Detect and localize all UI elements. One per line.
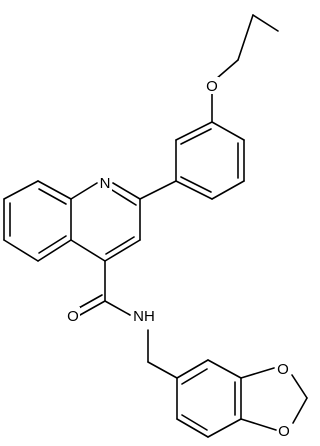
bond xyxy=(147,361,178,379)
bond xyxy=(70,239,106,262)
bond xyxy=(38,188,67,205)
bond xyxy=(104,239,141,262)
bond xyxy=(79,300,106,316)
bond xyxy=(37,239,72,262)
bond xyxy=(76,294,103,310)
bond xyxy=(3,239,39,262)
bond xyxy=(252,14,279,32)
bond xyxy=(105,236,135,255)
bond xyxy=(237,14,254,61)
amide-nitrogen-atom: NH xyxy=(132,307,156,325)
bond xyxy=(292,397,308,424)
bond xyxy=(139,180,177,200)
bond-lines xyxy=(3,14,308,438)
bond xyxy=(240,367,275,379)
bond xyxy=(175,121,213,141)
bond xyxy=(207,418,242,438)
bond xyxy=(111,189,137,206)
bond xyxy=(215,59,239,80)
bond xyxy=(70,182,98,200)
bond xyxy=(181,414,208,431)
bond xyxy=(112,182,141,200)
atom-label-n: N xyxy=(100,175,111,192)
bond xyxy=(211,121,245,141)
bond xyxy=(291,374,308,399)
atom-label-o-ether: O xyxy=(206,78,218,95)
bond xyxy=(176,359,209,379)
bond xyxy=(181,368,208,385)
bond xyxy=(38,235,67,254)
ether-oxygen-atom: O xyxy=(205,77,219,95)
bond xyxy=(211,180,245,200)
dioxole-oxygen-bottom-atom: O xyxy=(277,422,291,440)
atom-label-o-dioxole-bottom: O xyxy=(278,423,290,440)
bond xyxy=(176,418,209,438)
nitrogen-atom: N xyxy=(99,174,112,192)
bond xyxy=(37,180,72,200)
bond xyxy=(3,180,39,200)
bond xyxy=(240,418,277,431)
dioxole-oxygen-top-atom: O xyxy=(276,360,290,378)
bond xyxy=(207,359,242,379)
atom-label-o-carbonyl: O xyxy=(67,308,79,325)
bond xyxy=(104,300,131,316)
molecule-structure: N O O NH O O xyxy=(3,14,308,440)
atom-label-o-dioxole-top: O xyxy=(277,361,289,378)
bond xyxy=(180,128,212,145)
atom-label-nh: NH xyxy=(133,308,155,325)
bond xyxy=(175,180,213,200)
carbonyl-oxygen-atom: O xyxy=(66,307,80,325)
bond xyxy=(180,176,212,193)
atom-labels: N O O NH O O xyxy=(66,77,291,440)
